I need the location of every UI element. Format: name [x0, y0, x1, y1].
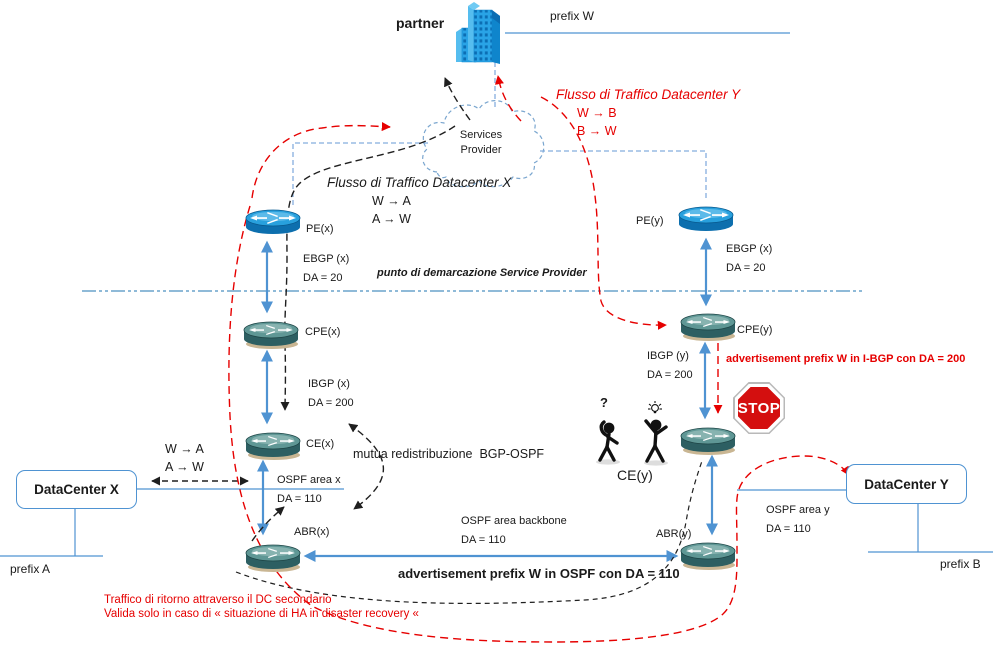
- question-mark: ?: [600, 395, 608, 410]
- blue-lan-lines: [0, 32, 993, 557]
- demarcation-label: punto di demarcazione Service Provider: [377, 267, 587, 279]
- partner-building-icon: [456, 2, 500, 64]
- ibgp-x-label: IBGP (x) DA = 200: [308, 378, 354, 409]
- router-ce-x: [244, 428, 302, 462]
- red-dashed-flow: [228, 75, 850, 643]
- partner-label: partner: [396, 15, 445, 31]
- flow-title-datacenter-x: Flusso di Traffico Datacenter X: [327, 175, 512, 190]
- router-cpe-y: [679, 309, 737, 343]
- datacenter-y-label: DataCenter Y: [864, 476, 949, 492]
- flow-x-wa: W → A: [372, 194, 411, 208]
- datacenter-x-label: DataCenter X: [34, 482, 119, 497]
- blue-link-arrows: [256, 237, 719, 563]
- prefix-a-label: prefix A: [10, 562, 51, 576]
- flow-y-bw: B → W: [577, 124, 617, 138]
- flow-title-datacenter-y: Flusso di Traffico Datacenter Y: [556, 87, 741, 102]
- advertisement-ospf-label: advertisement prefix W in OSPF con DA = …: [398, 566, 680, 581]
- return-traffic-note: Traffico di ritorno attraverso il DC sec…: [104, 594, 419, 620]
- prefix-w-label: prefix W: [550, 9, 595, 23]
- abr-x-label: ABR(x): [294, 526, 330, 538]
- flow-dcx-label: W → A A → W: [165, 442, 204, 474]
- ebgp-x-label: EBGP (x) DA = 20: [303, 253, 350, 284]
- advertisement-ibgp-label: advertisement prefix W in I-BGP con DA =…: [726, 353, 966, 365]
- datacenter-x-box: DataCenter X: [16, 470, 137, 509]
- ospf-area-y-label: OSPF area y DA = 110: [766, 504, 830, 535]
- flow-y-wb: W → B: [577, 106, 617, 120]
- router-cpe-x: [242, 317, 300, 351]
- flow-x-aw: A → W: [372, 212, 411, 226]
- lightbulb-icon: [648, 401, 662, 414]
- ospf-area-x-label: OSPF area x DA = 110: [277, 474, 341, 505]
- ebgp-y-label: EBGP (x) DA = 20: [726, 243, 773, 274]
- cpe-y-label: CPE(y): [737, 324, 773, 336]
- services-provider-cloud: [422, 100, 545, 188]
- ce-x-label: CE(x): [306, 438, 335, 450]
- router-pe-y: [677, 202, 735, 236]
- stop-sign-label: STOP: [737, 399, 781, 417]
- cloud-label: Services Provider: [459, 129, 503, 156]
- prefix-b-label: prefix B: [940, 557, 981, 571]
- datacenter-y-box: DataCenter Y: [846, 464, 967, 504]
- router-pe-x: [244, 205, 302, 239]
- abr-y-label: ABR(y): [656, 528, 692, 540]
- stop-sign-icon: STOP: [733, 382, 785, 434]
- ospf-backbone-label: OSPF area backbone DA = 110: [461, 515, 567, 546]
- router-abr-y: [679, 538, 737, 572]
- mutua-redistribuzione-label: mutua redistribuzione BGP-OSPF: [353, 447, 545, 461]
- ibgp-y-label: IBGP (y) DA = 200: [647, 350, 693, 381]
- pe-y-label: PE(y): [636, 215, 664, 227]
- dashed-blue-connectors: [292, 62, 707, 205]
- pe-x-label: PE(x): [306, 223, 334, 235]
- black-dashed-flow: [151, 77, 703, 605]
- confused-and-idea-figures: [596, 401, 668, 466]
- router-ce-y: [679, 423, 737, 457]
- ce-y-label: CE(y): [617, 467, 653, 483]
- router-abr-x: [244, 540, 302, 574]
- cpe-x-label: CPE(x): [305, 326, 341, 338]
